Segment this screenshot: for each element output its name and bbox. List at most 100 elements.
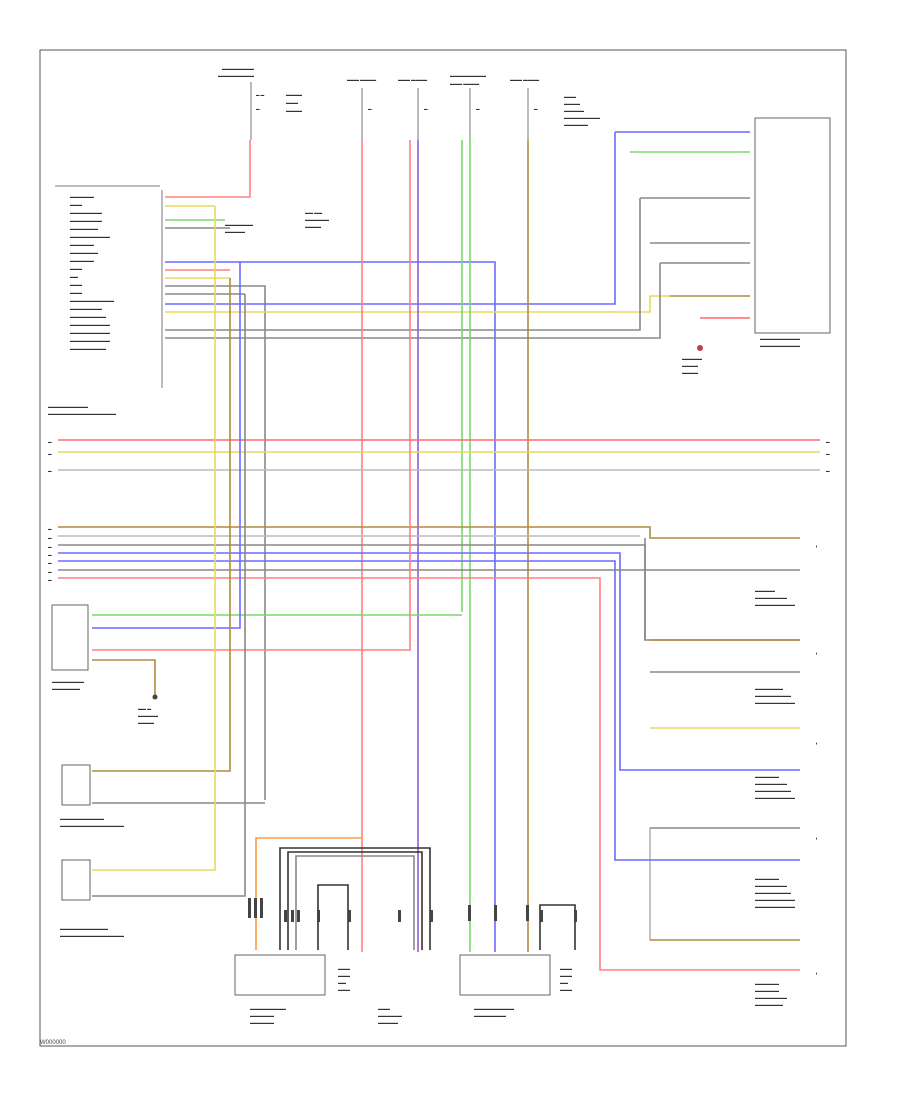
svg-text:▬: ▬ (476, 107, 480, 111)
svg-text:▬▬▬ ▬▬▬▬: ▬▬▬ ▬▬▬▬ (347, 77, 376, 82)
svg-text:▬: ▬ (48, 536, 52, 540)
svg-text:▬▬▬▬▬▬▬▬▬: ▬▬▬▬▬▬▬▬▬ (70, 346, 106, 351)
svg-text:▬▬▬: ▬▬▬ (560, 973, 572, 978)
svg-text:▬▬▬▬▬▬▬▬▬▬: ▬▬▬▬▬▬▬▬▬▬ (755, 795, 795, 800)
right-sensor-group-4: ▬▬▬▬▬▬ ▬▬▬▬▬▬▬▬ ▬▬▬▬▬▬▬▬▬ ▬▬▬▬▬▬▬▬▬▬ ▬▬▬… (649, 827, 818, 941)
svg-text:◗: ◗ (815, 544, 818, 550)
svg-text:▬▬▬▬▬▬▬▬: ▬▬▬▬▬▬▬▬ (222, 66, 254, 71)
svg-text:▬▬▬▬▬▬▬: ▬▬▬▬▬▬▬ (755, 1002, 783, 1007)
connector-icon (248, 898, 577, 922)
svg-text:▬▬▬: ▬▬▬ (286, 100, 298, 105)
bottom-module-left (234, 954, 326, 996)
right-sensor-group-3: ▬▬▬▬▬▬ ▬▬▬▬▬▬▬▬ ▬▬▬▬▬▬▬▬▬ ▬▬▬▬▬▬▬▬▬▬ ◗ (650, 727, 818, 800)
svg-text:▬▬▬▬▬▬▬▬: ▬▬▬▬▬▬▬▬ (755, 883, 787, 888)
svg-text:▬▬▬▬▬▬: ▬▬▬▬▬▬ (755, 774, 779, 779)
svg-text:▬▬▬▬▬▬: ▬▬▬▬▬▬ (755, 988, 779, 993)
svg-text:▬: ▬ (48, 527, 52, 531)
svg-text:▬: ▬ (826, 440, 830, 444)
svg-text:▬▬▬▬▬▬▬▬▬▬: ▬▬▬▬▬▬▬▬▬▬ (48, 404, 88, 409)
svg-text:▬▬▬▬▬▬▬▬▬▬: ▬▬▬▬▬▬▬▬▬▬ (760, 336, 800, 341)
svg-text:▬▬▬▬▬▬▬▬▬: ▬▬▬▬▬▬▬▬▬ (70, 314, 106, 319)
svg-text:▬: ▬ (48, 570, 52, 574)
diagram-code: W000000 (40, 1040, 66, 1046)
svg-text:▬▬▬▬▬▬▬▬▬: ▬▬▬▬▬▬▬▬▬ (218, 73, 254, 78)
svg-text:▬▬▬: ▬▬▬ (70, 282, 82, 287)
svg-text:▬▬▬▬▬▬▬: ▬▬▬▬▬▬▬ (70, 250, 98, 255)
svg-text:▬▬: ▬▬ (70, 274, 78, 279)
svg-text:▬▬▬▬: ▬▬▬▬ (286, 108, 302, 113)
svg-text:▬▬▬▬▬▬▬▬▬▬: ▬▬▬▬▬▬▬▬▬▬ (760, 343, 800, 348)
main-module-connector: ▬▬▬▬▬▬ ▬▬▬ ▬▬▬▬▬▬▬▬ ▬▬▬▬▬▬▬▬ ▬▬▬▬▬▬▬ ▬▬▬… (55, 185, 163, 388)
power-bus: ▬ ▬ ▬ ▬ ▬ ▬ (48, 439, 830, 473)
svg-text:▬▬▬▬: ▬▬▬▬ (138, 720, 154, 725)
svg-text:▬▬▬ ▬▬▬▬: ▬▬▬ ▬▬▬▬ (510, 77, 539, 82)
svg-text:▬▬▬▬▬▬▬▬: ▬▬▬▬▬▬▬▬ (70, 306, 102, 311)
svg-text:▬▬▬▬▬▬▬▬▬: ▬▬▬▬▬▬▬▬▬ (755, 788, 791, 793)
svg-text:▬▬▬▬▬▬▬▬▬▬: ▬▬▬▬▬▬▬▬▬▬ (70, 330, 110, 335)
svg-text:▬▬▬▬▬▬▬: ▬▬▬▬▬▬▬ (225, 222, 253, 227)
svg-text:▬▬▬▬▬▬: ▬▬▬▬▬▬ (755, 981, 779, 986)
svg-text:▬▬▬▬▬▬▬▬: ▬▬▬▬▬▬▬▬ (755, 995, 787, 1000)
svg-text:▬▬▬▬▬▬▬▬▬▬▬: ▬▬▬▬▬▬▬▬▬▬▬ (60, 816, 104, 821)
svg-text:▬▬ ▬▬: ▬▬ ▬▬ (305, 210, 322, 215)
svg-text:▬▬: ▬▬ (560, 980, 568, 985)
svg-text:▬▬▬▬▬▬▬▬▬▬: ▬▬▬▬▬▬▬▬▬▬ (755, 897, 795, 902)
svg-text:▬▬▬▬▬▬▬▬▬: ▬▬▬▬▬▬▬▬▬ (450, 73, 486, 78)
right-sensor-group-5: ▬▬▬▬▬▬ ▬▬▬▬▬▬ ▬▬▬▬▬▬▬▬ ▬▬▬▬▬▬▬ ◗ (755, 971, 818, 1007)
svg-text:◗: ◗ (815, 651, 818, 657)
top-fuse-group-left: ▬▬▬▬▬▬▬▬ ▬▬▬▬▬▬▬▬▬ ▬ ▬ ▬ ▬▬▬▬ ▬▬▬ ▬▬▬▬ (218, 66, 302, 140)
svg-text:▬▬▬▬: ▬▬▬▬ (682, 370, 698, 375)
svg-text:▬▬▬▬▬▬▬▬▬▬▬▬▬▬▬▬: ▬▬▬▬▬▬▬▬▬▬▬▬▬▬▬▬ (60, 933, 124, 938)
svg-text:▬▬▬▬▬▬▬▬▬▬: ▬▬▬▬▬▬▬▬▬▬ (755, 602, 795, 607)
svg-text:▬▬▬: ▬▬▬ (378, 1006, 390, 1011)
svg-text:▬: ▬ (826, 452, 830, 456)
svg-text:▬▬▬▬▬▬▬▬▬▬▬: ▬▬▬▬▬▬▬▬▬▬▬ (70, 298, 114, 303)
svg-text:▬▬▬▬▬▬▬▬: ▬▬▬▬▬▬▬▬ (755, 595, 787, 600)
svg-text:▬▬▬▬▬▬▬▬: ▬▬▬▬▬▬▬▬ (52, 679, 84, 684)
sensor-icon (61, 764, 91, 806)
svg-text:▬▬▬▬▬▬▬▬▬▬: ▬▬▬▬▬▬▬▬▬▬ (755, 904, 795, 909)
svg-text:▬▬▬▬▬▬: ▬▬▬▬▬▬ (250, 1020, 274, 1025)
svg-text:▬▬▬▬▬▬▬▬▬▬: ▬▬▬▬▬▬▬▬▬▬ (755, 700, 795, 705)
svg-text:▬▬▬: ▬▬▬ (564, 94, 576, 99)
svg-text:▬▬▬▬▬▬▬▬▬: ▬▬▬▬▬▬▬▬▬ (755, 693, 791, 698)
svg-text:▬▬▬▬: ▬▬▬▬ (682, 363, 698, 368)
right-sensor-group-2: ▬▬▬▬▬▬▬ ▬▬▬▬▬▬▬▬▬ ▬▬▬▬▬▬▬▬▬▬ ◗ (650, 639, 818, 705)
svg-text:▬▬▬▬▬: ▬▬▬▬▬ (755, 588, 775, 593)
svg-text:▬▬▬▬▬▬: ▬▬▬▬▬▬ (564, 122, 588, 127)
bottom-module-right (459, 954, 551, 996)
ground-icon (152, 694, 158, 700)
svg-text:▬ ▬: ▬ ▬ (256, 93, 265, 97)
svg-text:▬▬▬: ▬▬▬ (70, 266, 82, 271)
svg-text:▬: ▬ (368, 107, 372, 111)
svg-text:▬▬▬: ▬▬▬ (338, 987, 350, 992)
svg-text:▬▬▬▬▬▬▬: ▬▬▬▬▬▬▬ (70, 226, 98, 231)
svg-text:▬▬▬▬▬▬: ▬▬▬▬▬▬ (755, 876, 779, 881)
svg-text:▬▬▬▬▬▬▬▬▬▬▬▬: ▬▬▬▬▬▬▬▬▬▬▬▬ (60, 926, 108, 931)
svg-text:▬▬▬▬▬▬▬▬▬▬: ▬▬▬▬▬▬▬▬▬▬ (474, 1006, 514, 1011)
svg-text:▬: ▬ (826, 469, 830, 473)
svg-text:▬▬▬▬▬▬: ▬▬▬▬▬▬ (70, 258, 94, 263)
svg-text:▬▬▬▬▬▬▬: ▬▬▬▬▬▬▬ (755, 686, 783, 691)
svg-text:▬: ▬ (48, 440, 52, 444)
svg-text:▬▬▬▬▬▬: ▬▬▬▬▬▬ (70, 242, 94, 247)
svg-text:▬▬▬: ▬▬▬ (338, 973, 350, 978)
svg-text:▬▬▬▬▬: ▬▬▬▬▬ (138, 713, 158, 718)
svg-text:▬▬▬: ▬▬▬ (338, 966, 350, 971)
svg-text:▬▬▬▬▬: ▬▬▬▬▬ (682, 356, 702, 361)
ground-icon (697, 345, 703, 351)
svg-text:▬▬▬▬: ▬▬▬▬ (286, 92, 302, 97)
svg-text:◗: ◗ (815, 971, 818, 977)
svg-text:▬▬▬▬▬▬▬▬: ▬▬▬▬▬▬▬▬ (474, 1013, 506, 1018)
svg-text:▬: ▬ (48, 578, 52, 582)
svg-text:▬▬▬: ▬▬▬ (560, 966, 572, 971)
right-sensor-group-1: ▬▬▬▬▬ ▬▬▬▬▬▬▬▬ ▬▬▬▬▬▬▬▬▬▬ ◗ (644, 538, 818, 640)
svg-text:▬▬▬▬▬▬▬▬: ▬▬▬▬▬▬▬▬ (70, 210, 102, 215)
svg-text:▬▬▬▬▬▬: ▬▬▬▬▬▬ (70, 194, 94, 199)
svg-text:▬▬▬ ▬▬▬▬: ▬▬▬ ▬▬▬▬ (450, 81, 479, 86)
right-top-module (754, 117, 831, 334)
svg-text:▬▬▬▬▬▬▬▬: ▬▬▬▬▬▬▬▬ (755, 781, 787, 786)
svg-text:▬▬▬: ▬▬▬ (70, 202, 82, 207)
svg-text:▬▬: ▬▬ (338, 980, 346, 985)
svg-text:▬: ▬ (48, 545, 52, 549)
